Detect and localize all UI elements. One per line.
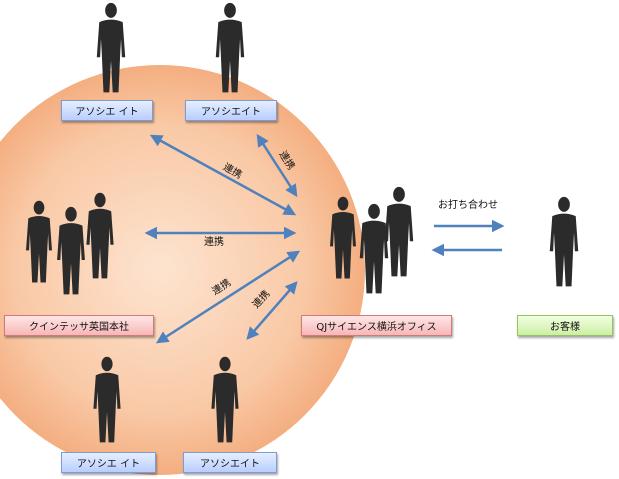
arrow-bottom-left bbox=[155, 250, 301, 344]
link-text-left: 連携 bbox=[204, 237, 224, 248]
inquiry-text: お打ち合わせ bbox=[438, 200, 498, 211]
label-yokohama-office: QJサイエンス横浜オフィス bbox=[301, 315, 452, 336]
label-associate-bottom-left: アソシエ イト bbox=[61, 452, 156, 473]
label-headquarters: クインテッサ英国本社 bbox=[4, 315, 154, 336]
label-associate-top-right: アソシエイト bbox=[185, 100, 277, 121]
label-associate-top-left: アソシエ イト bbox=[61, 100, 153, 121]
label-associate-bottom-right: アソシエイト bbox=[183, 452, 277, 473]
label-customer: お客様 bbox=[517, 315, 613, 336]
central-circle bbox=[0, 65, 365, 475]
person-icon-customer bbox=[549, 196, 579, 287]
arrow-top-right bbox=[256, 133, 298, 198]
arrow-bottom-right bbox=[246, 281, 298, 340]
arrow-top-left bbox=[149, 134, 297, 216]
